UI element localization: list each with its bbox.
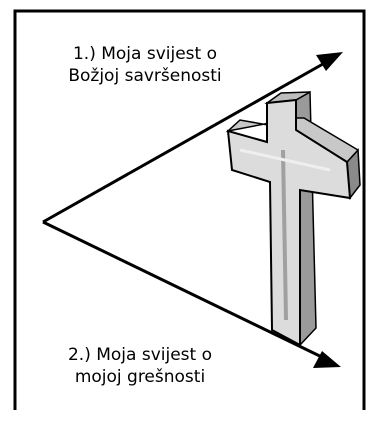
top-label: 1.) Moja svijest o Božjoj savršenosti bbox=[30, 43, 260, 87]
bottom-label: 2.) Moja svijest o mojoj grešnosti bbox=[40, 344, 240, 388]
bottom-label-line2: mojoj grešnosti bbox=[40, 366, 240, 388]
upper-arrowhead bbox=[316, 52, 343, 71]
top-label-line1: 1.) Moja svijest o bbox=[30, 43, 260, 65]
top-label-line2: Božjoj savršenosti bbox=[30, 65, 260, 87]
cross-icon bbox=[228, 92, 360, 345]
bottom-label-line1: 2.) Moja svijest o bbox=[40, 344, 240, 366]
